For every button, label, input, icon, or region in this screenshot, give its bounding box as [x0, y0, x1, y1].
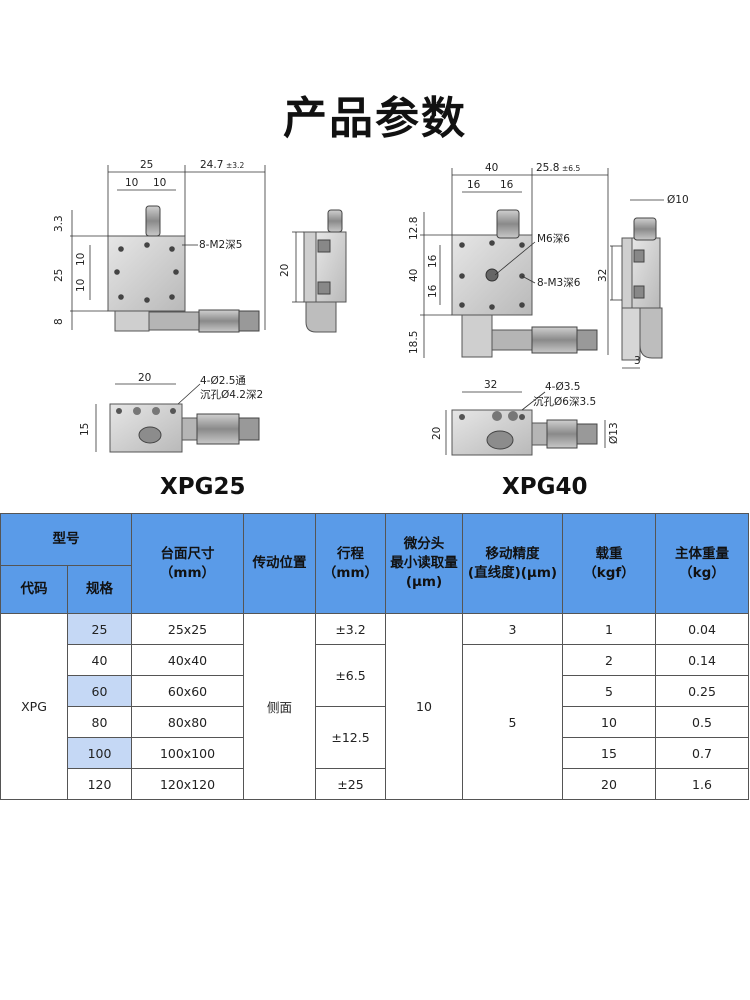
svg-text:8: 8 — [53, 318, 65, 325]
svg-text:±3.2: ±3.2 — [226, 161, 244, 170]
svg-text:15: 15 — [79, 423, 91, 436]
xpg25-side-view: 20 — [279, 209, 347, 333]
cell-load: 1 — [562, 613, 656, 645]
header-accuracy: 移动精度 (直线度)(μm) — [462, 513, 563, 614]
svg-text:25: 25 — [53, 269, 65, 282]
svg-text:12.8: 12.8 — [408, 217, 420, 240]
xpg40-label: XPG40 — [502, 474, 588, 500]
cell-load: 15 — [562, 737, 656, 769]
xpg25-width-dim: 25 — [140, 159, 153, 171]
svg-text:25.8: 25.8 — [536, 162, 559, 174]
table-row: XPG 25 25x25 侧面 ±3.2 10 3 1 0.04 — [0, 613, 749, 800]
table-row: 80 80x80 ±12.5 10 0.5 — [1, 706, 749, 769]
cell-spec: 40 — [67, 644, 132, 676]
table-row: 120 120x120 ±25 20 1.6 — [1, 768, 749, 800]
svg-text:8-M3深6: 8-M3深6 — [537, 277, 581, 289]
header-code: 代码 — [0, 565, 68, 614]
svg-text:16: 16 — [427, 284, 439, 298]
cell-accuracy: 3 — [462, 613, 563, 645]
svg-text:3.3: 3.3 — [53, 215, 65, 232]
cell-load: 20 — [562, 768, 656, 800]
cell-size: 40x40 — [131, 644, 244, 676]
xpg40-top-view: 40 16 16 25.8 ±6.5 12.8 40 16 16 18.5 M6… — [408, 162, 609, 358]
cell-weight: 0.7 — [655, 737, 749, 769]
cell-code: XPG — [0, 613, 68, 800]
header-weight: 主体重量 （kg） — [655, 513, 749, 614]
header-spec: 规格 — [67, 565, 132, 614]
svg-text:4-Ø2.5通: 4-Ø2.5通 — [200, 375, 246, 387]
cell-spec: 120 — [67, 768, 132, 800]
svg-text:Ø10: Ø10 — [667, 194, 689, 206]
svg-text:Ø13: Ø13 — [608, 422, 620, 444]
svg-text:16: 16 — [427, 254, 439, 268]
cell-micrometer: 10 — [385, 613, 463, 800]
header-travel: 行程 （mm） — [315, 513, 386, 614]
svg-text:20: 20 — [431, 427, 443, 440]
svg-text:40: 40 — [408, 269, 420, 282]
cell-load: 5 — [562, 675, 656, 707]
xpg25-label: XPG25 — [160, 474, 246, 500]
svg-text:24.7: 24.7 — [200, 159, 223, 171]
cell-weight: 0.5 — [655, 706, 749, 738]
cell-spec: 25 — [67, 613, 132, 645]
spec-table: 型号 台面尺寸 （mm） 传动位置 行程 （mm） 微分头 最小读取量 (μm)… — [0, 513, 749, 800]
svg-text:4-Ø3.5: 4-Ø3.5 — [545, 381, 580, 393]
cell-weight: 1.6 — [655, 768, 749, 800]
cell-size: 100x100 — [131, 737, 244, 769]
table-row: 40 40x40 ±6.5 5 2 0.14 — [1, 644, 749, 800]
cell-size: 80x80 — [131, 706, 244, 738]
svg-text:沉孔Ø6深3.5: 沉孔Ø6深3.5 — [533, 395, 596, 408]
cell-weight: 0.04 — [655, 613, 749, 645]
header-table-size: 台面尺寸 （mm） — [131, 513, 244, 614]
cell-size: 60x60 — [131, 675, 244, 707]
svg-text:沉孔Ø4.2深2: 沉孔Ø4.2深2 — [200, 388, 263, 401]
svg-text:M6深6: M6深6 — [537, 233, 570, 245]
svg-text:10: 10 — [75, 253, 87, 266]
xpg25-top-view: 25 10 10 24.7 ±3.2 3.3 25 10 10 8 8-M2深5 — [53, 159, 266, 333]
cell-weight: 0.14 — [655, 644, 749, 676]
xpg40-bottom-view: 32 20 Ø13 4-Ø3.5 沉孔Ø6深3.5 — [431, 379, 620, 456]
cell-travel: ±25 — [315, 768, 386, 800]
cell-size: 120x120 — [131, 768, 244, 800]
svg-text:8-M2深5: 8-M2深5 — [199, 239, 242, 251]
svg-text:40: 40 — [485, 162, 498, 174]
svg-text:3: 3 — [634, 355, 641, 367]
header-load: 载重 （kgf） — [562, 513, 656, 614]
svg-text:10: 10 — [125, 177, 138, 189]
cell-spec: 100 — [67, 737, 132, 769]
svg-text:20: 20 — [279, 264, 291, 277]
svg-text:10: 10 — [153, 177, 166, 189]
cell-size: 25x25 — [131, 613, 244, 645]
svg-text:18.5: 18.5 — [408, 331, 420, 354]
cell-spec: 80 — [67, 706, 132, 738]
svg-text:16: 16 — [467, 179, 481, 191]
svg-text:16: 16 — [500, 179, 514, 191]
header-drive-position: 传动位置 — [243, 513, 316, 614]
svg-text:±6.5: ±6.5 — [562, 164, 580, 173]
cell-travel: ±3.2 — [315, 613, 386, 645]
cell-drive-position: 侧面 — [243, 613, 316, 800]
cell-spec: 60 — [67, 675, 132, 707]
xpg25-bottom-view: 20 15 4-Ø2.5通 沉孔Ø4.2深2 — [79, 372, 263, 453]
xpg40-side-view: 32 Ø10 3 — [597, 194, 689, 369]
cell-load: 2 — [562, 644, 656, 676]
page-title: 产品参数 — [283, 93, 467, 144]
cell-load: 10 — [562, 706, 656, 738]
svg-text:10: 10 — [75, 279, 87, 292]
svg-text:20: 20 — [138, 372, 151, 384]
cell-travel: ±12.5 — [315, 706, 386, 769]
header-micrometer: 微分头 最小读取量 (μm) — [385, 513, 463, 614]
cell-weight: 0.25 — [655, 675, 749, 707]
technical-drawings: 25 10 10 24.7 ±3.2 3.3 25 10 10 8 8-M2深5… — [53, 159, 689, 456]
header-model: 型号 — [0, 513, 132, 566]
cell-accuracy: 5 — [462, 644, 563, 800]
svg-text:32: 32 — [484, 379, 497, 391]
svg-text:32: 32 — [597, 269, 609, 282]
cell-travel: ±6.5 — [315, 644, 386, 707]
